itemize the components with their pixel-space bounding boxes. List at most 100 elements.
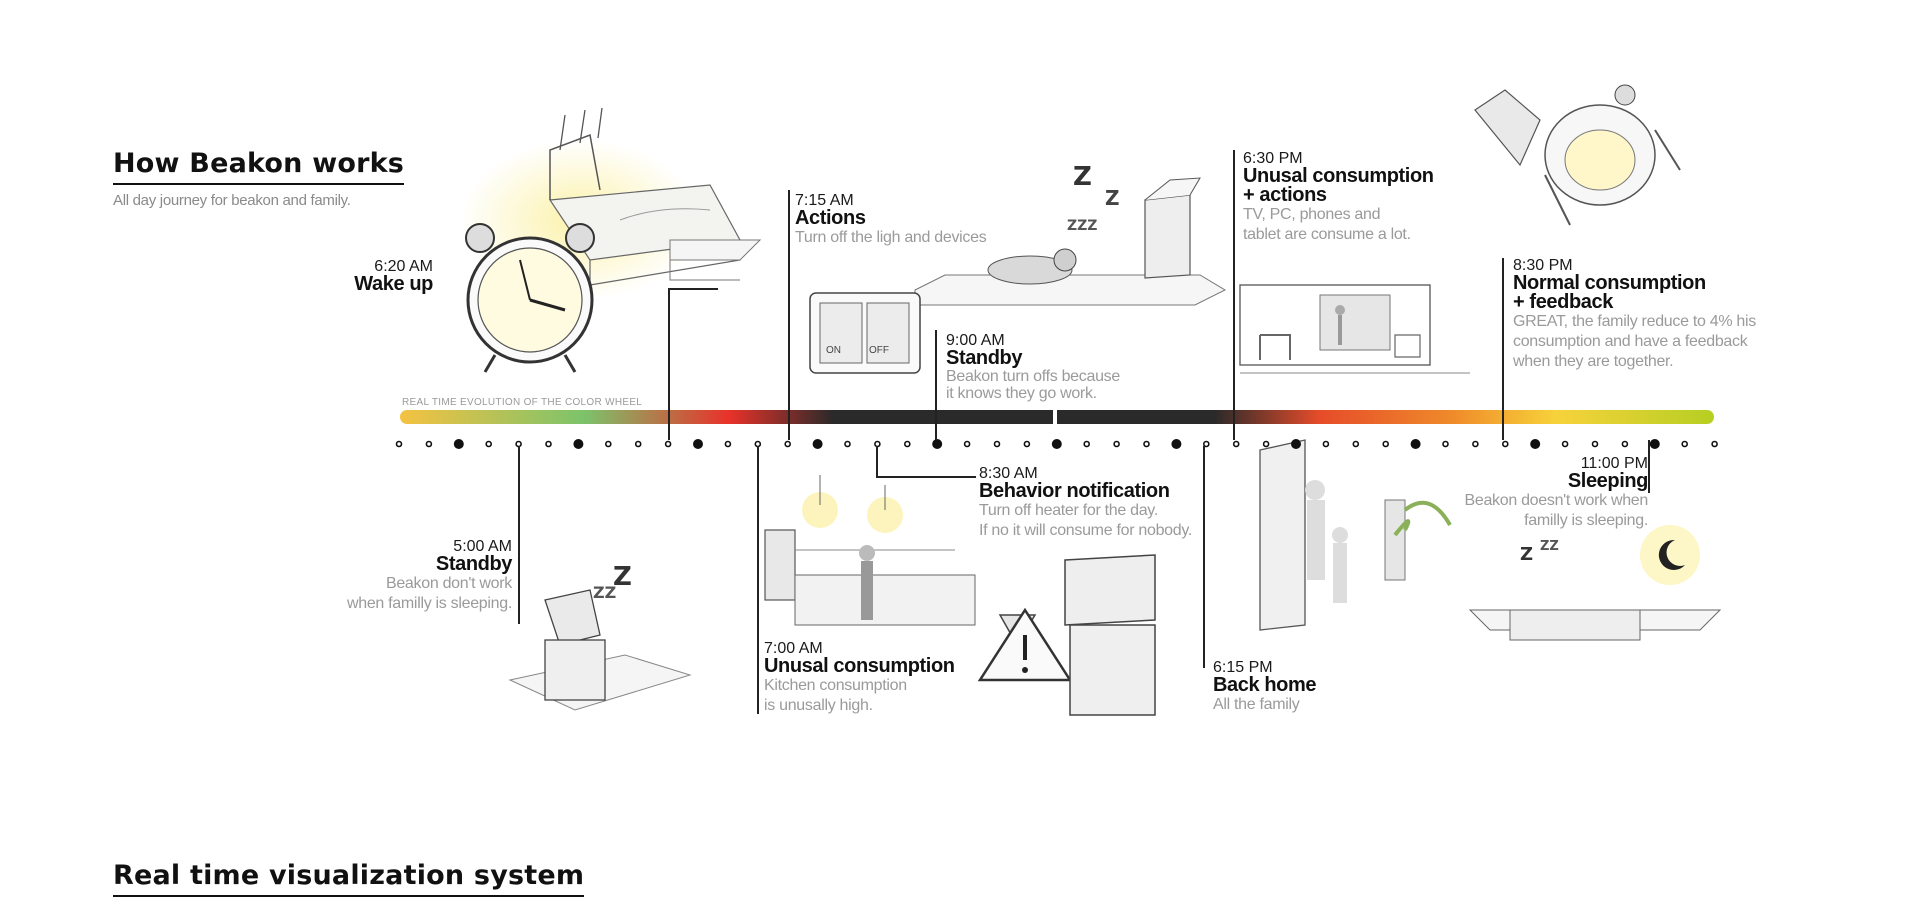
event-2030-desc-3: when they are together. — [1513, 353, 1674, 370]
event-1815: 6:15 PM Back home All the family — [1213, 659, 1317, 715]
connector-1815 — [1203, 446, 1205, 668]
event-0620-title: Wake up — [354, 273, 433, 295]
event-0500-title: Standby — [435, 553, 513, 575]
event-1830-title-2: + actions — [1243, 184, 1327, 206]
event-0700-desc-2: is unusally high. — [764, 697, 873, 714]
timeline-hour-dot — [1530, 439, 1541, 449]
event-0500: 5:00 AM Standby Beakon don't work when f… — [347, 538, 512, 614]
alarm-clock-bed-illustration — [460, 107, 762, 373]
timeline-tick-dot — [1262, 440, 1270, 448]
event-2300-desc-1: Beakon doesn't work when — [1464, 492, 1648, 509]
warning-heater-illustration — [977, 554, 1156, 716]
event-2030-desc-2: consumption and have a feedback — [1513, 333, 1748, 350]
event-2030-time: 8:30 PM — [1513, 257, 1573, 274]
event-0830-time: 8:30 AM — [979, 465, 1038, 482]
timeline-tick-dot — [485, 440, 492, 448]
event-1815-desc-1: All the family — [1213, 696, 1300, 713]
connector-0715 — [788, 190, 790, 440]
connector-0500 — [518, 446, 520, 624]
event-0900-time: 9:00 AM — [946, 332, 1005, 349]
timeline-tick-dot — [1202, 440, 1210, 448]
event-0620-time: 6:20 AM — [374, 258, 433, 275]
connector-1830 — [1233, 150, 1235, 440]
connector-2030 — [1502, 258, 1504, 440]
timeline-hour-dot — [1291, 439, 1301, 449]
timeline-tick-dot — [425, 440, 433, 448]
event-2030-title-2: + feedback — [1513, 291, 1613, 313]
event-0700-title: Unusal consumption — [764, 655, 955, 677]
svg-text:Z: Z — [613, 562, 632, 592]
timeline-tick-dot — [1472, 440, 1479, 448]
switch-off-label: OFF — [869, 345, 889, 356]
kitchen-illustration — [764, 475, 976, 626]
event-0715-desc-1: Turn off the ligh and devices — [795, 229, 987, 246]
event-1830-desc-2: tablet are consume a lot. — [1243, 226, 1411, 243]
beakon-standby-illustration: Z ZZ — [508, 562, 692, 711]
event-1830-desc-1: TV, PC, phones and — [1243, 206, 1381, 223]
timeline-tick-dot — [963, 440, 971, 448]
timeline-hour-dot — [453, 439, 464, 449]
event-0900-desc-2: it knows they go work. — [946, 385, 1097, 402]
event-2030-desc-1: GREAT, the family reduce to 4% his — [1513, 313, 1756, 330]
timeline-tick-dot — [1442, 440, 1449, 448]
event-1830-title-1: Unusal consumption — [1243, 165, 1434, 187]
timeline-tick-dot — [1143, 440, 1150, 448]
event-0700-time: 7:00 AM — [764, 640, 823, 657]
connector-0830-h — [876, 476, 976, 478]
svg-text:ZZZ: ZZZ — [1067, 218, 1097, 234]
page-subtitle: All day journey for beakon and family. — [113, 192, 351, 209]
event-1830-time: 6:30 PM — [1243, 150, 1303, 167]
event-0715: 7:15 AM Actions Turn off the ligh and de… — [795, 192, 987, 248]
timeline-tick-dot — [844, 440, 851, 448]
timeline-tick-dot — [1322, 440, 1330, 448]
svg-text:Z: Z — [1073, 162, 1092, 192]
event-0500-time: 5:00 AM — [453, 538, 512, 555]
event-2300-desc-2: familly is sleeping. — [1524, 512, 1648, 529]
connector-2300 — [1648, 440, 1650, 493]
event-1815-time: 6:15 PM — [1213, 659, 1273, 676]
timeline-tick-dot — [993, 440, 1001, 448]
timeline-tick-dot — [724, 440, 732, 448]
living-room-illustration — [1239, 284, 1470, 374]
timeline-hour-dot — [1051, 439, 1062, 449]
event-1815-title: Back home — [1213, 674, 1317, 696]
connector-0700 — [757, 446, 759, 714]
timeline-tick-dot — [1113, 440, 1120, 448]
night-sleeping-illustration: Z ZZ — [1468, 525, 1722, 641]
timeline-tick-dot — [395, 440, 403, 448]
event-0715-title: Actions — [795, 207, 866, 229]
event-0700-desc-1: Kitchen consumption — [764, 677, 907, 694]
event-0830: 8:30 AM Behavior notification Turn off h… — [979, 465, 1192, 541]
event-2300-title: Sleeping — [1567, 470, 1649, 492]
dinner-plate-illustration — [1474, 84, 1681, 226]
timeline-hour-dot — [693, 439, 703, 449]
timeline-tick-dot — [1681, 440, 1688, 448]
connector-0830 — [876, 446, 878, 478]
timeline-tick-dot — [1621, 440, 1629, 448]
event-0900-title: Standby — [946, 347, 1023, 369]
timeline-tick-dot — [545, 440, 552, 448]
timeline-hour-dot — [1649, 439, 1660, 449]
section-title-visualization: Real time visualization system — [113, 860, 585, 897]
connector-0620 — [668, 290, 670, 440]
timeline-tick-dot — [1502, 440, 1509, 448]
event-0500-desc-2: when familly is sleeping. — [346, 595, 512, 612]
timeline-hour-dot — [932, 439, 943, 449]
event-2030-title-1: Normal consumption — [1513, 272, 1706, 294]
event-0830-desc-1: Turn off heater for the day. — [979, 502, 1158, 519]
event-0900-desc-1: Beakon turn offs because — [946, 368, 1120, 385]
svg-text:Z: Z — [1105, 186, 1120, 210]
timeline-tick-dot — [605, 440, 612, 448]
connector-0900 — [935, 330, 937, 440]
timeline-tick-dot — [1232, 440, 1240, 448]
switch-on-label: ON — [826, 345, 841, 356]
event-1830: 6:30 PM Unusal consumption + actions TV,… — [1243, 150, 1434, 245]
timeline-tick-dot — [634, 440, 642, 448]
svg-text:Z: Z — [1520, 544, 1533, 565]
timeline-tick-dot — [664, 440, 672, 448]
event-2300: 11:00 PM Sleeping Beakon doesn't work wh… — [1464, 455, 1648, 531]
timeline-dots — [395, 439, 1718, 449]
event-0830-desc-2: If no it will consume for nobody. — [979, 522, 1193, 539]
timeline-tick-dot — [903, 440, 911, 448]
timeline-hour-dot — [573, 439, 584, 449]
